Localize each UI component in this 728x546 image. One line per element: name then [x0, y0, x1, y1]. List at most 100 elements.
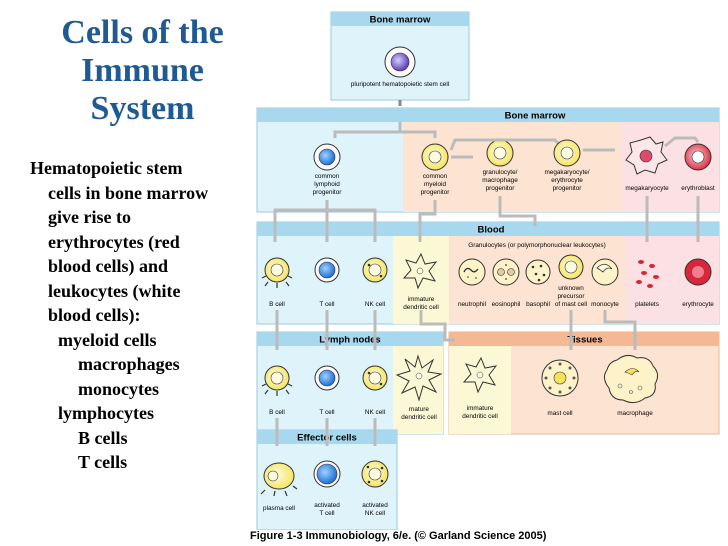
title-line: Cells of the — [61, 14, 224, 51]
immature-dendritic-cell-icon — [462, 356, 498, 394]
cell-label: progenitor — [421, 189, 451, 196]
megakaryocyte-icon — [625, 136, 668, 175]
myeloid-progenitor-icon — [421, 143, 449, 171]
basophil-icon — [525, 259, 551, 285]
cell-label: granulocyte/ — [483, 169, 518, 176]
title-line: System — [90, 90, 195, 127]
bullet-text: erythrocytes (red — [48, 231, 180, 252]
cell-label: B cell — [269, 409, 285, 416]
group-label: Granulocytes (or polymorphonuclear leuko… — [468, 242, 605, 249]
bone-marrow-section: Bone marrow common lymphoid progenitor c… — [256, 100, 720, 213]
cell-label: common — [423, 173, 448, 180]
cell-label: dendritic cell — [403, 304, 439, 311]
cell-label: dendritic cell — [462, 413, 498, 420]
stem-cell-icon — [384, 46, 416, 78]
cell-label: megakaryocyte — [625, 185, 669, 192]
cell-label: NK cell — [365, 301, 385, 308]
bullet-text: myeloid cells — [58, 329, 157, 350]
bullet-text: blood cells): — [48, 305, 141, 325]
bullet-text: give rise to — [48, 207, 131, 227]
lymphoid-progenitor-icon — [313, 143, 341, 171]
cell-label: T cell — [319, 409, 334, 416]
bullet-text: monocytes — [78, 378, 159, 399]
b-cell-icon — [261, 257, 293, 288]
nk-cell-icon — [362, 365, 388, 391]
cell-label: monocyte — [591, 301, 619, 308]
cell-label: dendritic cell — [401, 414, 437, 421]
section-header: Bone marrow — [370, 15, 431, 26]
cell-label: megakaryocyte/ — [544, 169, 589, 176]
cell-label: progenitor — [553, 185, 583, 192]
cell-label: activated — [362, 502, 388, 509]
t-cell-icon — [314, 365, 340, 391]
bullet-text: macrophages — [78, 354, 180, 374]
cell-label: myeloid — [424, 181, 446, 188]
cell-label: erythrocyte — [682, 301, 714, 308]
cell-label: platelets — [635, 301, 659, 308]
erythroblast-icon — [684, 143, 712, 171]
b-cell-icon — [261, 365, 293, 396]
tissues-section: Tissues immature dendritic cell mast cel… — [419, 310, 720, 435]
section-header: Lymph nodes — [319, 335, 380, 346]
erythrocyte-icon — [684, 258, 712, 286]
cell-label: activated — [314, 502, 340, 509]
cell-label: T cell — [319, 510, 334, 517]
activated-nk-cell-icon — [361, 460, 389, 488]
cell-label: lymphoid — [314, 181, 340, 188]
lymph-nodes-section: Lymph nodes B cell T cell NK cell mature… — [256, 310, 444, 435]
cell-label: NK cell — [365, 510, 385, 517]
cell-label: basophil — [526, 301, 550, 308]
section-header: Blood — [478, 225, 505, 236]
cell-label: of mast cell — [555, 301, 587, 308]
bullet-text: leukocytes (white — [48, 280, 181, 301]
figure-caption: Figure 1-3 Immunobiology, 6/e. (© Garlan… — [250, 530, 547, 542]
bullet-text: Hematopoietic stem — [30, 158, 183, 178]
cell-label: NK cell — [365, 409, 385, 416]
cell-label: mature — [409, 406, 429, 413]
gm-progenitor-icon — [486, 139, 514, 167]
plasma-cell-icon — [260, 462, 298, 497]
cell-label: immature — [467, 405, 494, 412]
cell-label: mast cell — [547, 410, 572, 417]
cell-label: common — [315, 173, 340, 180]
monocyte-icon — [591, 258, 619, 286]
section-header: Bone marrow — [505, 111, 566, 122]
activated-t-cell-icon — [313, 460, 341, 488]
immature-dendritic-cell-icon — [402, 252, 438, 290]
cell-label: neutrophil — [458, 301, 486, 308]
cell-label: progenitor — [486, 185, 516, 192]
cell-label: progenitor — [313, 189, 343, 196]
cell-label: macrophage — [617, 410, 653, 417]
cell-label: pluripotent hematopoietic stem cell — [351, 81, 449, 88]
cell-label: B cell — [269, 301, 285, 308]
me-progenitor-icon — [553, 139, 581, 167]
nk-cell-icon — [362, 257, 388, 283]
mature-dendritic-cell-icon — [395, 354, 443, 402]
title-line: Immune — [81, 52, 204, 89]
effector-cells-section: Effector cells plasma cell activated T c… — [256, 418, 398, 530]
bullet-list: Hematopoietic stem cells in bone marrow … — [30, 156, 260, 475]
platelets-icon — [636, 260, 659, 288]
bullet-text: T cells — [78, 452, 128, 472]
bullet-text: blood cells) and — [48, 256, 169, 276]
mast-cell-icon — [541, 359, 579, 397]
macrophage-icon — [603, 354, 659, 404]
cell-label: eosinophil — [492, 301, 521, 308]
bullet-text: lymphocytes — [58, 403, 154, 423]
eosinophil-icon — [492, 258, 520, 286]
slide-title: Cells of the Immune System — [30, 14, 255, 128]
cell-label: plasma cell — [263, 505, 295, 512]
bullet-text: B cells — [78, 427, 128, 448]
bone-marrow-stem-box: Bone marrow pluripotent hematopoietic st… — [330, 11, 470, 101]
cell-label: precursor — [558, 293, 586, 300]
bullet-text: cells in bone marrow — [48, 182, 209, 203]
neutrophil-icon — [458, 258, 486, 286]
cell-label: erythrocyte — [551, 177, 583, 184]
hematopoiesis-diagram: Bone marrow pluripotent hematopoietic st… — [256, 11, 720, 530]
cell-label: immature — [408, 296, 435, 303]
cell-label: unknown — [558, 285, 584, 292]
mast-precursor-icon — [558, 254, 584, 280]
blood-section: Blood Granulocytes (or polymorphonuclear… — [256, 196, 720, 325]
section-header: Tissues — [567, 335, 602, 346]
t-cell-icon — [314, 257, 340, 283]
